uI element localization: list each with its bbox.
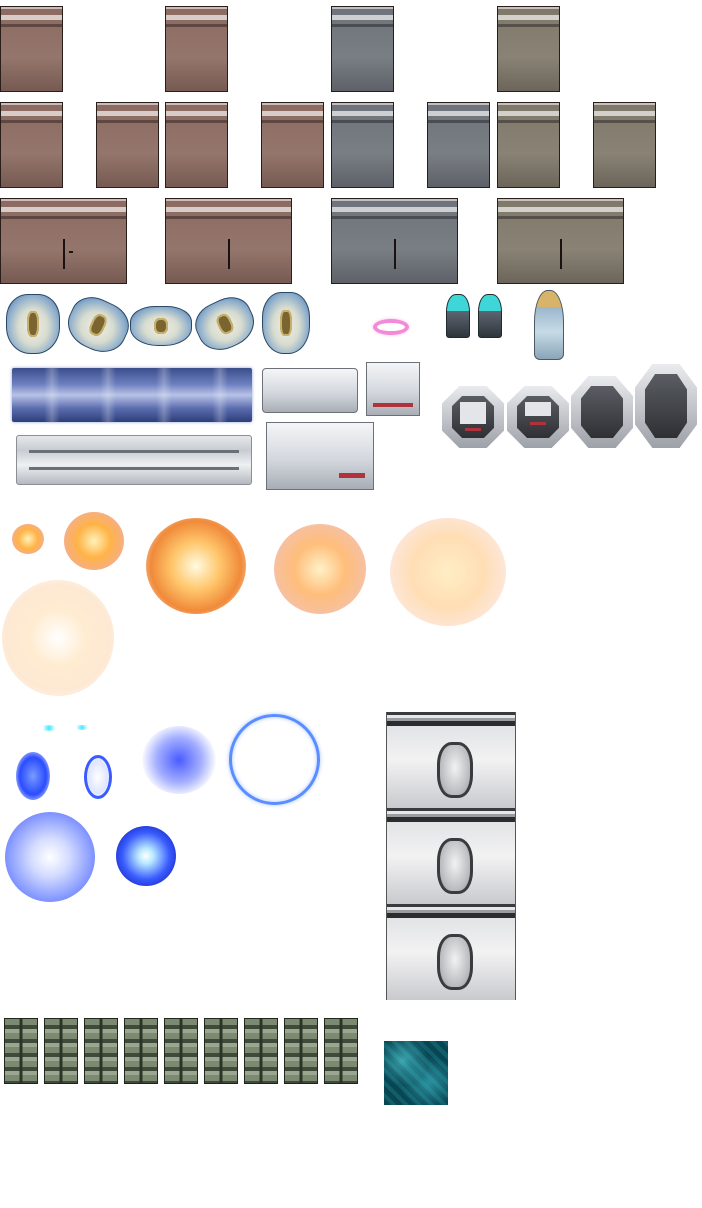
wall-tile-rust: [165, 6, 228, 92]
mask-face: [437, 838, 473, 894]
mask-panel: [386, 712, 516, 808]
floor-tile: [124, 1018, 158, 1084]
wall-edge-left: [331, 102, 394, 188]
wall-tile-khaki: [497, 6, 560, 92]
explosion-frame-6: [2, 580, 114, 696]
turrets: [444, 292, 506, 340]
wall-edge-left: [165, 102, 228, 188]
water-tile: [384, 1041, 448, 1105]
octagonal-pod-closed: [442, 386, 504, 448]
floor-tile: [324, 1018, 358, 1084]
explosion-frame-5: [390, 518, 506, 626]
mask-face: [437, 742, 473, 798]
octagonal-pod-opening: [507, 386, 569, 448]
wall-double-rust: [0, 198, 127, 284]
wall-edge-right: [261, 102, 324, 188]
floor-tile: [4, 1018, 38, 1084]
explosion-frame-3: [146, 518, 246, 614]
blue-energy-ring-large: [229, 714, 320, 805]
metal-container-long: [262, 368, 358, 413]
floor-tile: [244, 1018, 278, 1084]
explosion-frame-1: [12, 524, 44, 554]
wall-tile-steel: [331, 6, 394, 92]
turret-left: [446, 294, 470, 338]
hover-vehicle-angled: [60, 289, 136, 361]
floor-tile: [204, 1018, 238, 1084]
wall-edge-right: [593, 102, 656, 188]
wall-tile-rust: [0, 6, 63, 92]
cyan-sparks: [40, 725, 58, 731]
wall-edge-right: [427, 102, 490, 188]
metal-container-large: [266, 422, 374, 490]
octagonal-pod-open-tall: [635, 364, 697, 448]
wall-edge-left: [497, 102, 560, 188]
floor-tile: [164, 1018, 198, 1084]
hover-vehicle-side: [130, 306, 192, 346]
blue-energy-ring-small: [84, 755, 112, 799]
wall-double-rust: [165, 198, 292, 284]
wall-double-steel: [331, 198, 458, 284]
wall-double-khaki: [497, 198, 624, 284]
blue-energy-oval: [16, 752, 50, 800]
floor-tile: [44, 1018, 78, 1084]
mask-panel: [386, 904, 516, 1000]
metal-container-tall: [366, 362, 420, 416]
cyan-sparks: [74, 725, 90, 730]
octagonal-pod-open: [571, 376, 633, 448]
hover-vehicle-front: [6, 294, 60, 354]
floor-tile: [84, 1018, 118, 1084]
hover-vehicle-back: [262, 292, 310, 354]
explosion-frame-4: [274, 524, 366, 614]
blue-energy-core: [116, 826, 176, 886]
mask-face: [437, 934, 473, 990]
explosion-frame-2: [64, 512, 124, 570]
blue-energy-burst: [5, 812, 95, 902]
blue-bar: [12, 368, 252, 422]
pink-ring: [373, 319, 409, 335]
hover-vehicle-angled: [188, 289, 262, 359]
mask-panel: [386, 808, 516, 904]
floor-tile: [284, 1018, 318, 1084]
wall-edge-left: [0, 102, 63, 188]
turret-right: [478, 294, 502, 338]
metal-bar: [16, 435, 252, 485]
wall-edge-right: [96, 102, 159, 188]
robed-figure: [534, 290, 564, 360]
blue-energy-glow: [142, 726, 216, 794]
